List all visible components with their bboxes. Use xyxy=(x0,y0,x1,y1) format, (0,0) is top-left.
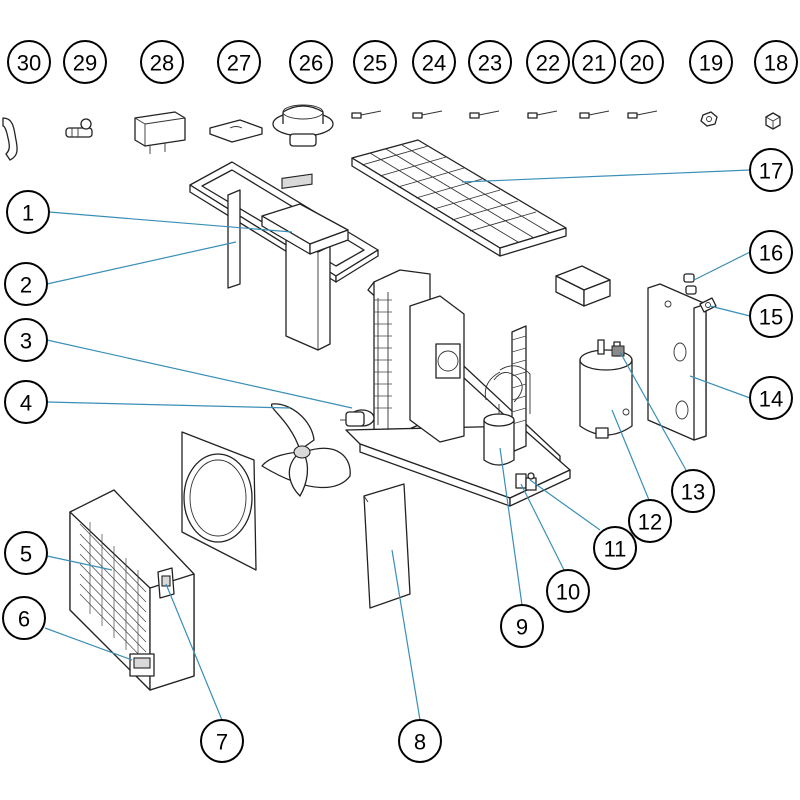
callout-15: 15 xyxy=(749,294,793,338)
part-electrical-box xyxy=(555,265,611,307)
callout-6: 6 xyxy=(2,596,46,640)
callout-16: 16 xyxy=(749,230,793,274)
svg-text:12: 12 xyxy=(638,510,662,535)
svg-text:1: 1 xyxy=(22,201,34,226)
callout-8: 8 xyxy=(398,719,442,763)
svg-text:4: 4 xyxy=(20,391,32,416)
svg-text:27: 27 xyxy=(227,51,251,76)
svg-text:15: 15 xyxy=(759,305,783,330)
svg-text:20: 20 xyxy=(630,51,654,76)
callout-17: 17 xyxy=(749,148,793,192)
part-25-sensor xyxy=(351,110,382,119)
part-30-hose xyxy=(2,117,18,161)
callout-18: 18 xyxy=(754,40,798,84)
callout-25: 25 xyxy=(353,40,397,84)
callout-27: 27 xyxy=(217,40,261,84)
svg-text:25: 25 xyxy=(363,51,387,76)
callout-9: 9 xyxy=(500,604,544,648)
part-6-controller xyxy=(129,653,155,677)
svg-text:23: 23 xyxy=(478,51,502,76)
part-5-front-panel xyxy=(69,489,195,691)
part-20-sensor xyxy=(627,110,658,119)
callout-13: 13 xyxy=(671,469,715,513)
callout-30: 30 xyxy=(7,40,51,84)
svg-text:11: 11 xyxy=(604,537,627,562)
part-27-cap xyxy=(209,119,263,143)
part-22-sensor xyxy=(527,110,558,119)
svg-text:21: 21 xyxy=(582,51,606,76)
part-10-valve xyxy=(515,473,527,489)
callout-22: 22 xyxy=(526,40,570,84)
callout-12: 12 xyxy=(628,499,672,543)
part-15-gland-plate xyxy=(699,297,717,313)
svg-text:8: 8 xyxy=(414,730,426,755)
part-18-block xyxy=(765,112,781,130)
callout-24: 24 xyxy=(412,40,456,84)
svg-text:16: 16 xyxy=(759,241,783,266)
part-21-sensor xyxy=(579,110,610,119)
callout-26: 26 xyxy=(289,40,333,84)
svg-text:2: 2 xyxy=(20,273,32,298)
callout-20: 20 xyxy=(620,40,664,84)
callout-1: 1 xyxy=(6,190,50,234)
svg-text:28: 28 xyxy=(150,51,174,76)
callout-29: 29 xyxy=(63,40,107,84)
part-8-side-panel xyxy=(363,483,411,609)
svg-text:29: 29 xyxy=(73,51,97,76)
callout-28: 28 xyxy=(140,40,184,84)
part-fan-shroud xyxy=(181,431,257,571)
part-28-capacitor xyxy=(134,111,186,154)
part-19-nut xyxy=(700,111,718,127)
part-11-valve xyxy=(525,472,537,491)
svg-text:10: 10 xyxy=(556,580,580,605)
callout-19: 19 xyxy=(689,40,733,84)
svg-text:18: 18 xyxy=(764,51,788,76)
callout-2: 2 xyxy=(4,262,48,306)
callout-5: 5 xyxy=(4,531,48,575)
part-7-control-display xyxy=(157,567,175,599)
part-13-flow-switch xyxy=(611,345,625,357)
svg-text:5: 5 xyxy=(20,542,32,567)
part-23-sensor xyxy=(469,110,500,119)
svg-text:24: 24 xyxy=(422,51,446,76)
part-26-fan-motor xyxy=(272,104,334,147)
svg-text:17: 17 xyxy=(759,159,783,184)
svg-text:19: 19 xyxy=(699,51,723,76)
callout-23: 23 xyxy=(468,40,512,84)
callout-3: 3 xyxy=(4,318,48,362)
svg-text:6: 6 xyxy=(18,607,30,632)
callout-14: 14 xyxy=(749,376,793,420)
part-14-rear-panel xyxy=(647,283,707,441)
part-4-fan-blade xyxy=(261,403,351,497)
part-2-frame xyxy=(189,161,379,351)
svg-text:7: 7 xyxy=(216,730,228,755)
svg-text:30: 30 xyxy=(17,51,41,76)
callout-10: 10 xyxy=(546,569,590,613)
part-16-connectors xyxy=(683,273,697,295)
svg-text:26: 26 xyxy=(299,51,323,76)
part-17-top-cover xyxy=(351,139,567,257)
svg-text:9: 9 xyxy=(516,615,528,640)
callout-21: 21 xyxy=(572,40,616,84)
part-24-sensor xyxy=(412,110,443,119)
part-1-control-board xyxy=(261,173,349,255)
leader-lines xyxy=(44,169,751,721)
svg-text:14: 14 xyxy=(759,387,783,412)
callout-4: 4 xyxy=(4,380,48,424)
callout-11: 11 xyxy=(593,526,637,570)
svg-text:3: 3 xyxy=(20,329,32,354)
part-3-fan-motor xyxy=(340,409,375,427)
part-29-valve xyxy=(65,118,93,138)
part-9-compressor xyxy=(483,404,515,466)
callout-7: 7 xyxy=(200,719,244,763)
svg-text:22: 22 xyxy=(536,51,560,76)
main-chassis xyxy=(345,269,571,507)
svg-text:13: 13 xyxy=(681,480,705,505)
